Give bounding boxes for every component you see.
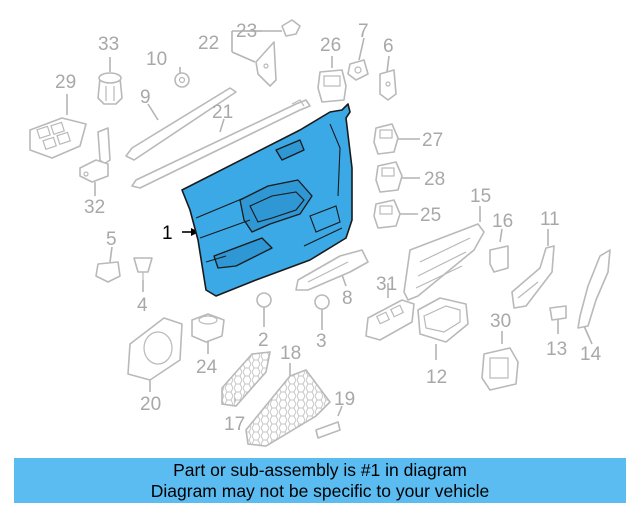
callout-8: 8 bbox=[342, 288, 353, 309]
part-17-grille bbox=[221, 351, 271, 407]
callout-25: 25 bbox=[420, 205, 441, 226]
part-9-strip bbox=[125, 87, 237, 161]
part-10-grommet bbox=[174, 72, 190, 88]
callout-22: 22 bbox=[198, 33, 219, 54]
part-15-armrest-panel bbox=[403, 223, 485, 301]
part-32-bracket bbox=[79, 127, 111, 183]
part-14-trim bbox=[577, 249, 611, 329]
callout-27: 27 bbox=[422, 130, 443, 151]
part-25-switch bbox=[373, 199, 401, 229]
callout-20: 20 bbox=[140, 394, 161, 415]
part-5-clip bbox=[95, 261, 121, 283]
callout-14: 14 bbox=[580, 344, 602, 365]
callout-17: 17 bbox=[224, 414, 245, 435]
part-26-switch bbox=[317, 69, 347, 103]
info-banner: Part or sub-assembly is #1 in diagram Di… bbox=[14, 458, 626, 503]
callout-24: 24 bbox=[196, 357, 218, 378]
callout-9: 9 bbox=[140, 87, 151, 108]
callout-31: 31 bbox=[376, 274, 397, 295]
part-31-switch-bezel bbox=[365, 299, 415, 341]
part-3-screw bbox=[314, 294, 330, 320]
part-28-switch bbox=[375, 161, 403, 193]
part-1-door-trim-panel[interactable] bbox=[181, 103, 353, 297]
part-7-bulb bbox=[347, 59, 369, 81]
part-33-clip bbox=[97, 72, 123, 105]
callout-4: 4 bbox=[137, 295, 148, 316]
callout-21: 21 bbox=[212, 102, 233, 123]
callout-12: 12 bbox=[426, 367, 447, 388]
part-11-handle bbox=[511, 245, 555, 309]
part-19-clip bbox=[315, 421, 341, 439]
part-21-weatherstrip bbox=[131, 99, 311, 189]
callout-30: 30 bbox=[490, 311, 511, 332]
part-30-module bbox=[481, 347, 519, 391]
callout-33: 33 bbox=[98, 34, 119, 55]
part-20-speaker-bracket bbox=[127, 317, 183, 381]
callout-3: 3 bbox=[316, 331, 327, 352]
part-29-switch-panel bbox=[29, 117, 87, 159]
callouts: 1 2 3 4 5 6 7 8 9 10 11 12 13 14 15 16 1… bbox=[55, 21, 602, 435]
callout-5: 5 bbox=[106, 229, 117, 250]
part-16-clip bbox=[489, 245, 509, 273]
callout-6: 6 bbox=[383, 36, 394, 57]
callout-28: 28 bbox=[424, 169, 445, 190]
callout-2: 2 bbox=[258, 330, 269, 351]
callout-16: 16 bbox=[492, 211, 513, 232]
part-24-clip bbox=[191, 313, 225, 343]
parts-diagram: 1 2 3 4 5 6 7 8 9 10 11 12 13 14 15 16 1… bbox=[29, 19, 611, 447]
callout-1[interactable]: 1 bbox=[162, 223, 173, 244]
part-6-bracket bbox=[379, 69, 397, 101]
part-23-clip bbox=[281, 19, 301, 37]
callout-15: 15 bbox=[470, 186, 491, 207]
callout-26: 26 bbox=[320, 35, 341, 56]
callout-23: 23 bbox=[236, 21, 257, 42]
callout-10: 10 bbox=[146, 49, 167, 70]
callout-19: 19 bbox=[334, 389, 355, 410]
part-12-bracket bbox=[417, 297, 469, 343]
callout-32: 32 bbox=[84, 197, 105, 218]
part-27-switch bbox=[373, 123, 399, 155]
part-4-push-pin bbox=[133, 257, 153, 280]
part-8-pull-cup bbox=[295, 249, 369, 291]
part-13-clip bbox=[549, 305, 567, 321]
part-22-bracket bbox=[255, 41, 277, 87]
part-18-grille bbox=[245, 369, 332, 447]
banner-line-1: Part or sub-assembly is #1 in diagram bbox=[173, 459, 467, 480]
callout-7: 7 bbox=[358, 21, 369, 42]
callout-13: 13 bbox=[546, 339, 567, 360]
part-2-screw bbox=[256, 292, 272, 318]
callout-18: 18 bbox=[280, 343, 301, 364]
callout-29: 29 bbox=[55, 72, 76, 93]
callout-11: 11 bbox=[540, 209, 560, 230]
banner-line-2: Diagram may not be specific to your vehi… bbox=[150, 480, 490, 501]
